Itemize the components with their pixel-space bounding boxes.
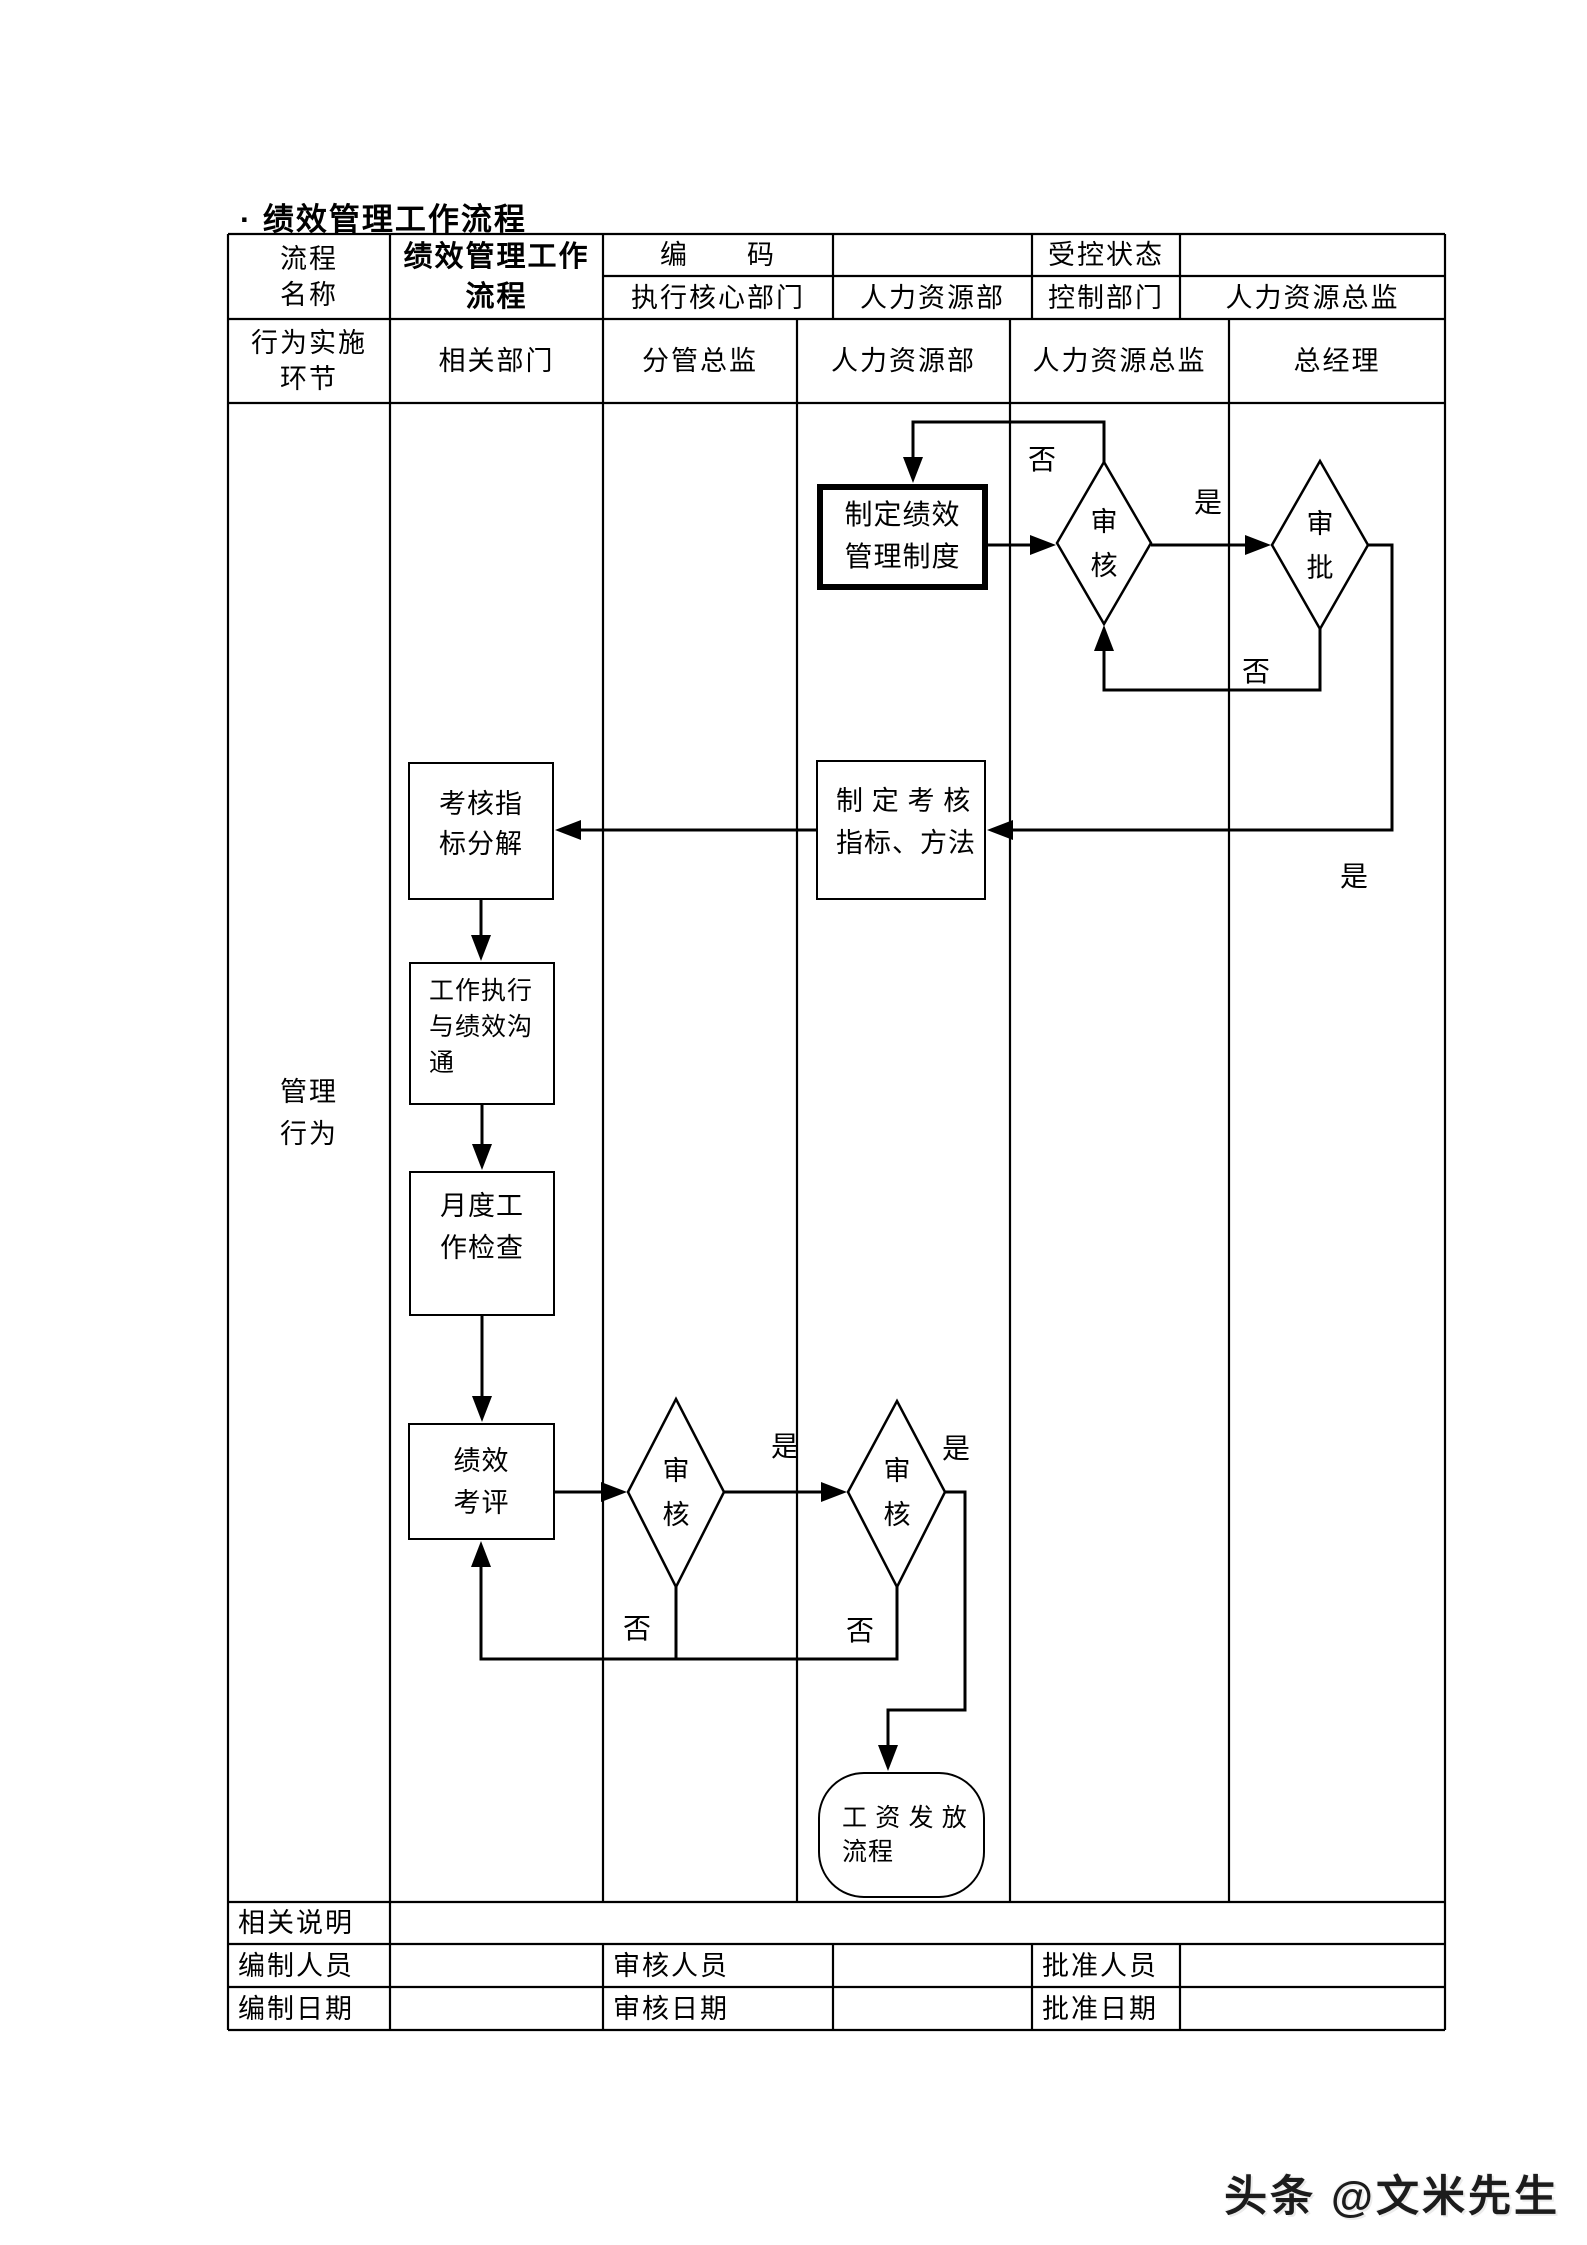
exec-core-dept-value-cell: 人力资源部: [860, 282, 1005, 313]
branch-label-no-review-hr: 否: [846, 1616, 875, 1647]
watermark-toutiao-author: 头条 @文米先生: [1224, 2173, 1560, 2221]
code-value-cell: [833, 234, 1032, 276]
lane-header-deputy-director: 分管总监: [642, 346, 758, 376]
action-phase-label-cell: 行为实施 环节: [251, 328, 367, 394]
flow-node-make-assessment-methods: 制 定 考 核 指标、方法: [816, 760, 986, 900]
flow-node-performance-evaluation: 绩效 考评: [408, 1423, 555, 1540]
flow-node-make-performance-system: 制定绩效 管理制度: [817, 484, 988, 590]
reviewed-date-label-cell: 审核日期: [613, 1993, 729, 2024]
process-name-label-cell: 流程 名称: [280, 243, 338, 310]
prepared-by-label-cell: 编制人员: [238, 1950, 354, 1981]
controlled-state-label-cell: 受控状态: [1048, 240, 1164, 270]
lane-header-related-dept: 相关部门: [438, 346, 555, 376]
control-dept-label-cell: 控制部门: [1048, 282, 1164, 313]
process-name-value-cell: 绩效管理工作 流程: [403, 240, 590, 313]
approved-date-label-cell: 批准日期: [1042, 1993, 1158, 2024]
reviewed-by-label-cell: 审核人员: [613, 1950, 729, 1981]
flow-node-indicator-decomposition: 考核指 标分解: [408, 762, 554, 900]
lane-header-hr-director: 人力资源总监: [1032, 346, 1207, 376]
flow-node-work-execution-communication: 工作执行 与绩效沟 通: [409, 962, 555, 1105]
branch-label-yes-approve: 是: [1340, 862, 1369, 893]
exec-core-dept-label-cell: 执行核心部门: [631, 282, 805, 313]
lane-header-general-manager: 总经理: [1293, 346, 1381, 376]
review-diamond-deputy-director-label: 审 核: [662, 1456, 690, 1530]
flow-node-salary-payment-process: 工 资 发 放 流程: [818, 1772, 985, 1898]
prepared-date-label-cell: 编制日期: [238, 1993, 354, 2024]
approved-by-label-cell: 批准人员: [1042, 1950, 1158, 1981]
flow-arrows: [471, 420, 1394, 1771]
decision-diamonds: [626, 458, 1370, 1590]
control-dept-value-cell: 人力资源总监: [1225, 282, 1400, 313]
page-title: · 绩效管理工作流程: [240, 202, 527, 237]
notes-label-cell: 相关说明: [238, 1908, 354, 1938]
flow-node-monthly-work-check: 月度工 作检查: [409, 1171, 555, 1316]
branch-label-no-review-top: 否: [1028, 445, 1057, 476]
review-diamond-hr-dept-label: 审 核: [883, 1456, 911, 1530]
branch-label-yes-review-top: 是: [1194, 488, 1223, 519]
lane-header-hr-dept: 人力资源部: [831, 346, 976, 376]
branch-label-no-approve: 否: [1242, 657, 1271, 688]
branch-label-yes-review-mid: 是: [771, 1432, 800, 1463]
branch-label-yes-review-hr: 是: [942, 1434, 971, 1465]
branch-label-no-review-mid: 否: [623, 1614, 652, 1645]
controlled-state-value-cell: [1180, 234, 1445, 276]
review-diamond-hr-director-label: 审 核: [1090, 507, 1118, 581]
approve-diamond-label: 审 批: [1306, 509, 1334, 583]
management-behavior-label: 管理 行为: [280, 1077, 338, 1149]
code-label-cell: 编 码: [660, 240, 776, 270]
